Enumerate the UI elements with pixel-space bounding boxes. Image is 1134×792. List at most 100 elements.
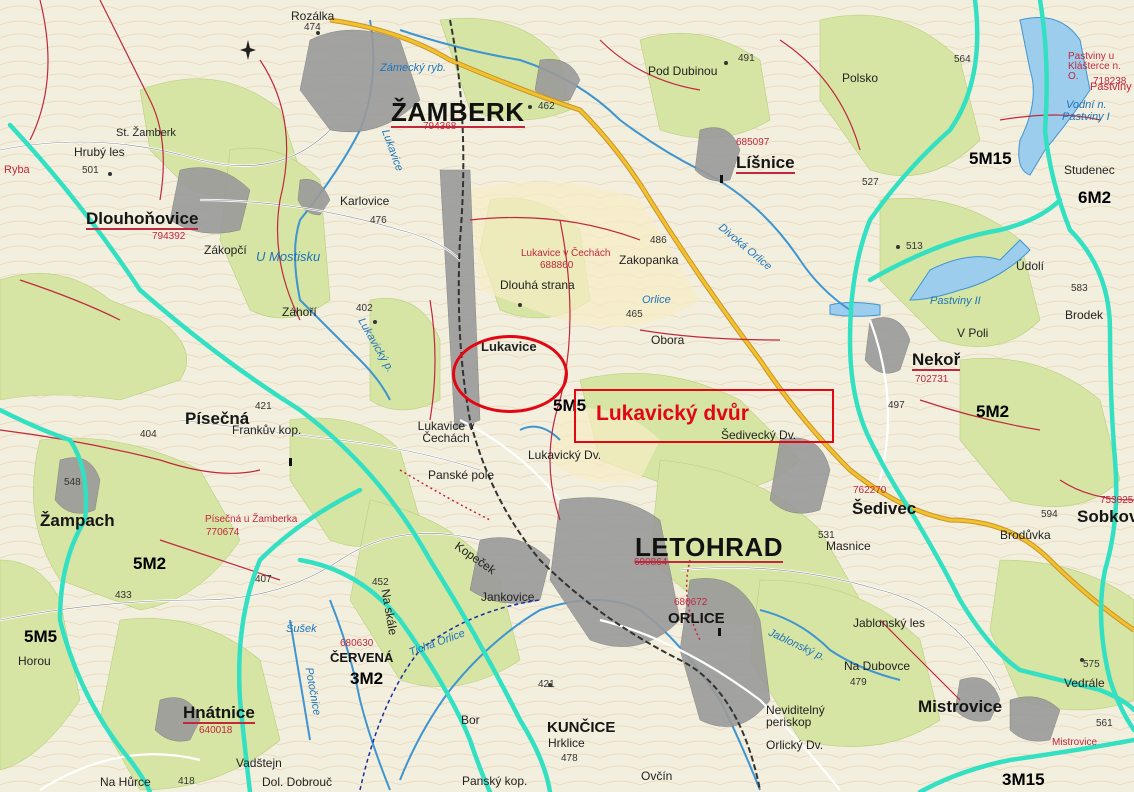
locality-karlovice: Karlovice [340, 194, 390, 208]
elevation: 564 [954, 54, 971, 65]
locality-dol-dobrouc: Dol. Dobrouč [262, 775, 333, 789]
village-label-zampach: Žampach [40, 511, 115, 530]
locality-neviditelny-periskop: Neviditelný periskop [766, 703, 825, 729]
elevation: 404 [140, 429, 157, 440]
locality-pod-dubinou: Pod Dubinou [648, 64, 718, 78]
village-label-nekor: Nekoř [912, 350, 961, 371]
cadastral-name: Písečná u Žamberka [205, 514, 298, 525]
elevation: 421 [255, 401, 272, 412]
locality-pastviny-ii: Pastviny II [930, 295, 981, 307]
water-label: Zámecký ryb. [380, 62, 447, 74]
cadastral-code: 794368 [423, 121, 457, 132]
elevation: 421 [538, 679, 555, 690]
village-label-cervena: ČERVENÁ [330, 650, 394, 665]
elevation: 497 [888, 400, 905, 411]
village-label-lisnice: Líšnice [736, 153, 795, 174]
water-label: Orlice [642, 294, 671, 306]
highlight-circle-lukavice[interactable] [452, 335, 568, 413]
locality-dlouha-strana: Dlouhá strana [500, 278, 575, 292]
highlight-box-lukavicky-dvur[interactable] [574, 389, 834, 443]
zone-label-5m5-center: 5M5 [553, 396, 587, 415]
village-label-sobkovice: Sobkovice [1077, 507, 1134, 526]
elevation: 513 [906, 241, 923, 252]
zone-label-5m2-east: 5M2 [976, 402, 1010, 421]
elevation: 531 [818, 530, 835, 541]
water-label: U Mostisku [256, 249, 321, 264]
town-label-zamberk: ŽAMBERK [391, 97, 525, 128]
village-label-dlouhonovice: Dlouhoňovice [86, 209, 199, 230]
locality-v-poli: V Poli [957, 326, 989, 340]
elevation: 407 [255, 574, 272, 585]
cadastral-name: Lukavice v Čechách [521, 248, 611, 259]
locality-pastviny-i: Pastviny I [1062, 111, 1110, 123]
highlight-label-lukavicky-dvur: Lukavický dvůr [596, 402, 749, 425]
locality-zahori: Záhoří [282, 305, 317, 319]
elevation: 594 [1041, 509, 1058, 520]
locality-masnice: Masnice [826, 539, 871, 553]
locality-na-dubovce: Na Dubovce [844, 659, 911, 673]
locality-bor: Bor [461, 713, 480, 727]
locality-ovcin: Ovčín [641, 769, 673, 783]
elevation: 486 [650, 235, 667, 246]
cadastral-code: 718238 [1093, 76, 1127, 87]
town-label-letohrad: LETOHRAD [635, 532, 783, 563]
locality-jankovice: Jankovice [481, 590, 535, 604]
cadastral-code: 762270 [853, 485, 887, 496]
locality-hrklice: Hrklice [548, 736, 585, 750]
zone-label-5m2-west: 5M2 [133, 554, 167, 573]
locality-lukavicky-dv: Lukavický Dv. [528, 448, 602, 462]
cadastral-name: Pastviny u Klášterce n. O. [1068, 51, 1121, 82]
locality-pastviny: Pastviny [1090, 81, 1132, 93]
cadastral-code: 688860 [540, 260, 574, 271]
cadastral-code: 685097 [736, 137, 770, 148]
cadastral-name: Mistrovice [1052, 737, 1098, 748]
cadastral-code: 753025 [1100, 495, 1134, 506]
locality-polsko: Polsko [842, 71, 879, 85]
village-label-sedivec: Šedivec [852, 499, 917, 518]
cadastral-code: 690864 [634, 557, 668, 568]
elevation: 575 [1083, 659, 1100, 670]
elevation: 527 [862, 177, 879, 188]
elevation: 452 [372, 577, 389, 588]
elevation: 548 [64, 477, 81, 488]
elevation: 561 [1096, 718, 1113, 729]
locality-horou: Horou [18, 654, 51, 668]
locality-vodni-n: Vodní n. [1066, 99, 1107, 111]
cadastral-code: 702731 [915, 374, 949, 385]
locality-panske-pole: Panské pole [428, 468, 495, 482]
locality-zakopanka: Zakopanka [619, 253, 679, 267]
cadastral-code: 770674 [206, 527, 240, 538]
village-label-hnatnice: Hnátnice [183, 703, 255, 724]
cadastral-code: 640018 [199, 725, 233, 736]
elevation: 501 [82, 165, 99, 176]
locality-frankuv-kop: Frankův kop. [232, 423, 302, 437]
zone-label-5m5-west: 5M5 [24, 627, 58, 646]
locality-vedrale: Vedrále [1064, 676, 1105, 690]
locality-st-zamberk: St. Žamberk [116, 127, 176, 139]
zone-label-6m2: 6M2 [1078, 188, 1112, 207]
village-label-mistrovice: Mistrovice [918, 697, 1003, 716]
locality-sedivecky-dv: Šedivecký Dv. [721, 428, 797, 442]
locality-zakopci: Zákopčí [204, 243, 247, 257]
cadastral-code: 794392 [152, 231, 186, 242]
elevation: 462 [538, 101, 555, 112]
elevation: 491 [738, 53, 755, 64]
village-label-kuncice: KUNČICE [547, 719, 616, 736]
cadastral-code: 680672 [674, 597, 708, 608]
elevation: 476 [370, 215, 387, 226]
cadastral-code: 680630 [340, 638, 374, 649]
zone-label-3m2: 3M2 [350, 669, 384, 688]
locality-studenec: Studenec [1064, 163, 1115, 177]
locality-na-hurce: Na Hůrce [100, 775, 151, 789]
zone-label-3m15: 3M15 [1002, 770, 1045, 789]
elevation: 418 [178, 776, 195, 787]
elevation: 479 [850, 677, 867, 688]
elevation: 465 [626, 309, 643, 320]
locality-orlicky-dv: Orlický Dv. [766, 738, 824, 752]
locality-lukavice-v-cechach: Lukavice v Čechách [417, 419, 475, 445]
locality-brodek: Brodek [1065, 308, 1104, 322]
elevation: 433 [115, 590, 132, 601]
locality-hruby-les: Hrubý les [74, 145, 125, 159]
